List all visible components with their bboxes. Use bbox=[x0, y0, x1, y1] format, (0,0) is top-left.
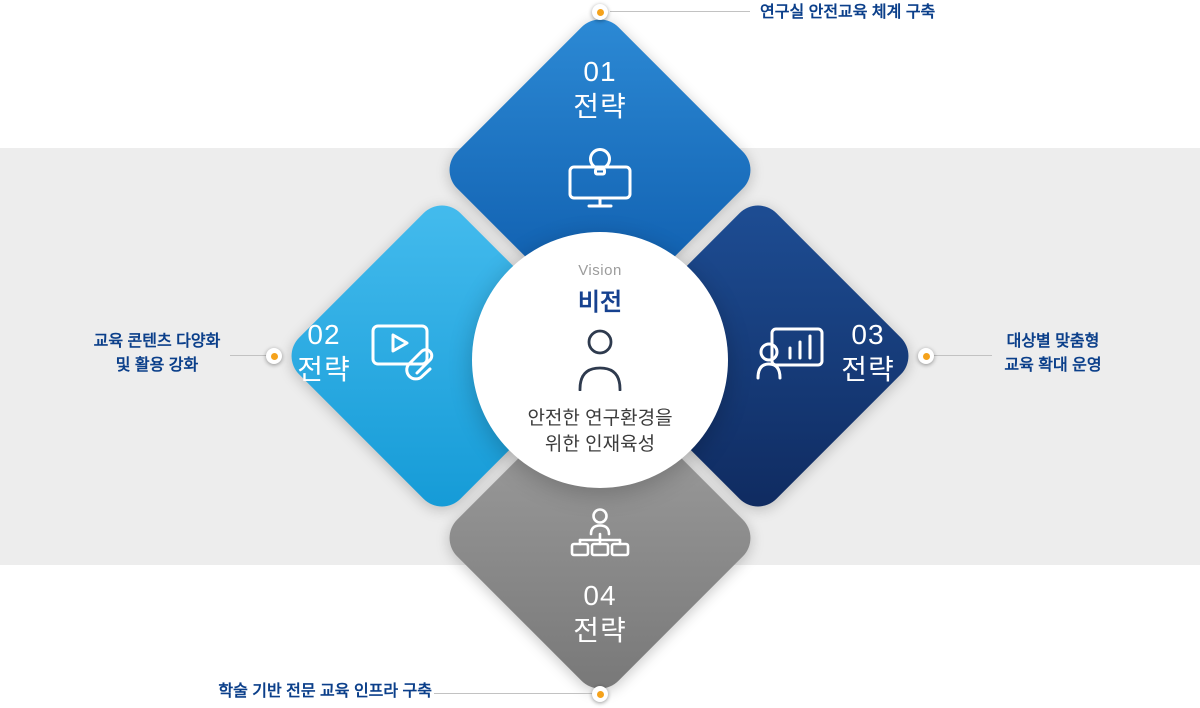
vision-eyebrow: Vision bbox=[578, 262, 622, 279]
connector-line-top bbox=[610, 11, 750, 12]
callout-strategy-04: 학술 기반 전문 교육 인프라 구축 bbox=[218, 683, 432, 700]
person-outline-icon bbox=[576, 329, 624, 396]
connector-line-bottom bbox=[434, 693, 594, 694]
strategy-01-content: 01 전략 bbox=[520, 54, 680, 124]
strategy-02-label: 전략 bbox=[297, 354, 351, 385]
vision-statement-line2: 위한 인재육성 bbox=[544, 434, 656, 455]
vision-statement: 안전한 연구환경을 위한 인재육성 bbox=[527, 406, 672, 458]
person-chart-icon bbox=[756, 326, 828, 382]
org-chart-icon bbox=[568, 507, 632, 567]
callout-strategy-03: 대상별 맞춤형 교육 확대 운영 bbox=[994, 330, 1112, 378]
strategy-03-content: 03 전략 bbox=[807, 317, 929, 387]
strategy-04-content: 04 전략 bbox=[520, 578, 680, 648]
monitor-lightbulb-icon bbox=[564, 146, 636, 212]
connector-dot-bottom bbox=[592, 686, 608, 702]
connector-dot-left bbox=[266, 348, 282, 364]
strategy-01-number: 01 bbox=[583, 56, 617, 87]
connector-line-left bbox=[230, 355, 268, 356]
strategy-03-label: 전략 bbox=[841, 354, 895, 385]
strategy-04-number: 04 bbox=[583, 580, 617, 611]
strategy-02-number: 02 bbox=[307, 319, 341, 350]
connector-dot-right bbox=[918, 348, 934, 364]
vision-statement-line1: 안전한 연구환경을 bbox=[527, 408, 673, 429]
vision-circle: Vision 비전 안전한 연구환경을 위한 인재육성 bbox=[472, 232, 728, 488]
callout-strategy-02-line1: 교육 콘텐츠 다양화 bbox=[93, 333, 221, 350]
strategy-02-content: 02 전략 bbox=[263, 317, 385, 387]
callout-strategy-02: 교육 콘텐츠 다양화 및 활용 강화 bbox=[57, 330, 257, 378]
strategy-01-label: 전략 bbox=[573, 91, 627, 122]
callout-strategy-03-line1: 대상별 맞춤형 bbox=[1006, 333, 1100, 350]
video-content-icon bbox=[370, 320, 442, 382]
connector-dot-top bbox=[592, 4, 608, 20]
callout-strategy-01: 연구실 안전교육 체계 구축 bbox=[760, 4, 936, 21]
vision-title: 비전 bbox=[577, 289, 623, 316]
strategy-04-label: 전략 bbox=[573, 615, 627, 646]
connector-line-right bbox=[934, 355, 992, 356]
callout-strategy-02-line2: 및 활용 강화 bbox=[115, 357, 199, 374]
callout-strategy-03-line2: 교육 확대 운영 bbox=[1004, 357, 1102, 374]
strategy-03-number: 03 bbox=[851, 319, 885, 350]
